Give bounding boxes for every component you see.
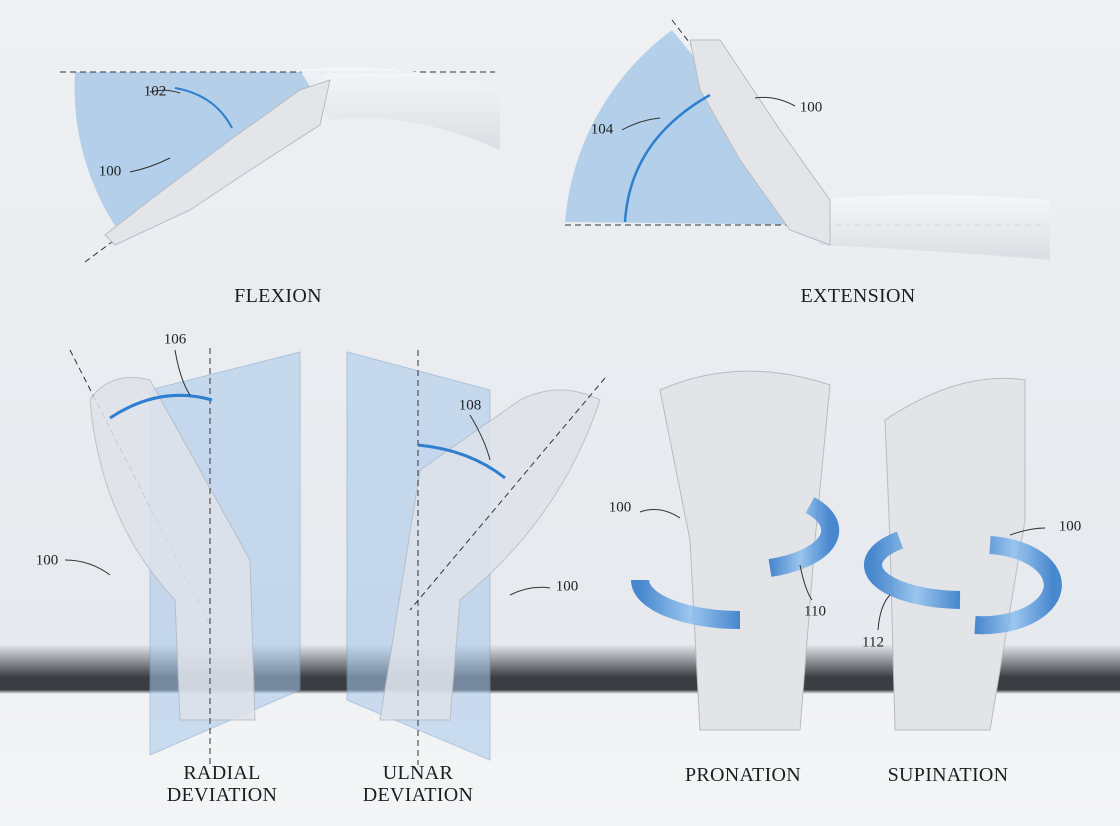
hand [104,79,331,246]
ref-numeral: 104 [590,121,614,138]
extension-arrow [623,93,711,223]
flexion-figure [60,67,500,263]
ref-numeral: 106 [163,331,187,348]
ulnar-arrow [417,443,506,480]
pronation-figure [631,370,840,731]
supination-figure [863,377,1062,731]
caption-line: ULNAR [382,762,454,784]
radial-arrow [109,393,213,420]
ref-numeral: 110 [804,603,826,620]
ref-numeral: 108 [458,397,482,414]
ref-numeral: 100 [555,578,579,595]
hand [89,377,256,721]
ref-numeral: 100 [35,552,59,569]
supination-arrow-back [974,536,1062,635]
ref-numeral: 100 [799,99,823,116]
ref-numeral: 112 [862,634,884,651]
pronation-arrow-front [631,579,741,629]
hand [379,389,601,721]
flexion-arrow [174,87,233,129]
pronation-arrow-back [768,497,840,577]
ref-numeral: 100 [98,163,122,180]
caption-pronation: PRONATION [684,764,802,786]
ref-numeral: 100 [608,499,632,516]
caption-line: DEVIATION [362,784,474,806]
hand [659,370,831,731]
caption-flexion: FLEXION [234,285,322,307]
ref-numeral: 100 [1058,518,1082,535]
caption-line: RADIAL [183,762,261,784]
extension-figure [565,19,1050,260]
ref-numeral: 102 [143,83,167,100]
supination-arrow-front [863,531,961,609]
forearm [810,195,1050,260]
radial-deviation-figure [64,348,301,765]
ulnar-deviation-figure [346,350,606,765]
caption-ulnar-deviation: ULNAR DEVIATION [363,762,473,806]
forearm [300,67,500,150]
caption-radial-deviation: RADIAL DEVIATION [167,762,277,806]
caption-supination: SUPINATION [887,764,1009,786]
hand [689,39,831,246]
caption-extension: EXTENSION [800,285,916,307]
hand [884,377,1026,731]
caption-line: DEVIATION [166,784,278,806]
